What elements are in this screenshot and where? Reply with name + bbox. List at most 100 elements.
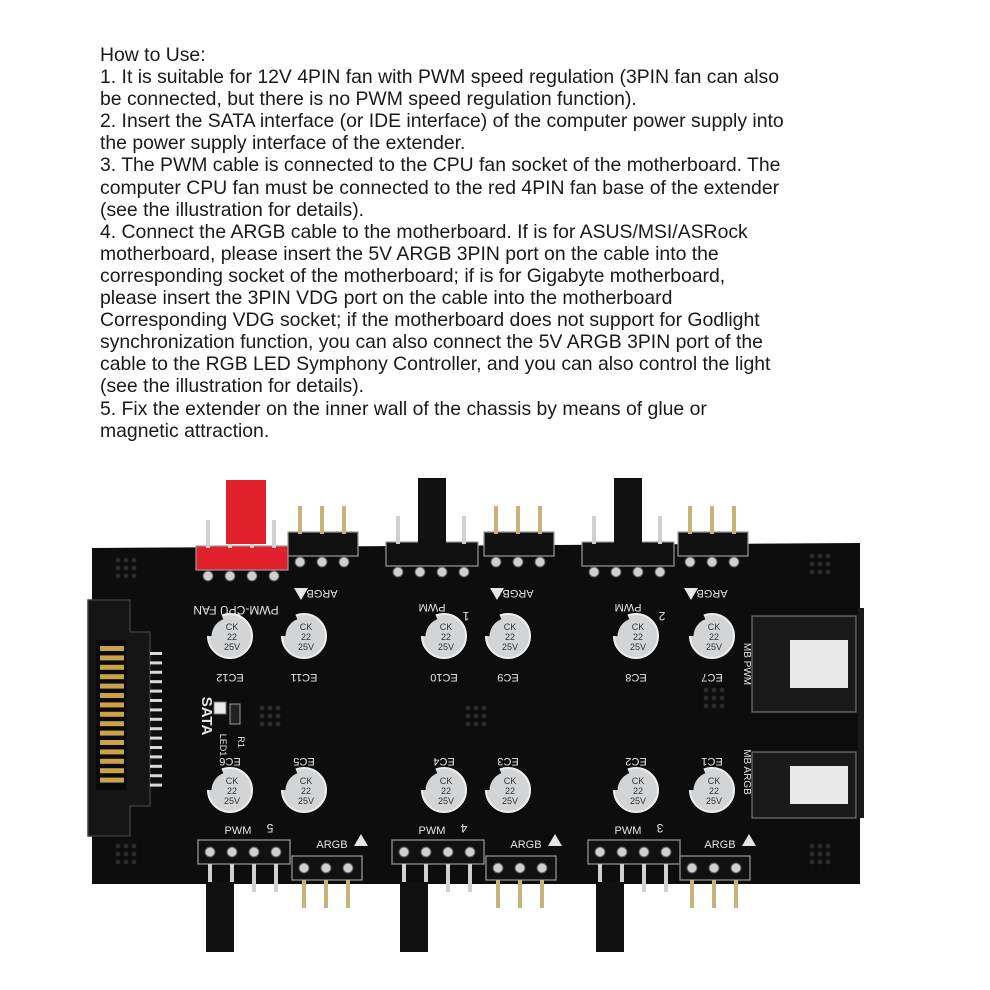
sata-solder-lead — [150, 727, 162, 731]
header-pin — [658, 516, 662, 544]
vent-holes — [719, 695, 725, 701]
vent-holes — [473, 705, 479, 711]
capacitor-label: EC11 — [291, 671, 318, 683]
vent-holes — [481, 721, 487, 727]
sata-pin — [100, 674, 124, 680]
capacitor-print: 25V — [630, 642, 646, 652]
solder-pad — [420, 846, 432, 858]
header-pin — [230, 864, 234, 892]
instruction-line: 2. Insert the SATA interface (or IDE int… — [100, 110, 784, 133]
capacitor-print: 22 — [709, 632, 719, 642]
capacitor — [610, 612, 659, 659]
header-pin — [274, 864, 278, 892]
pwm-header — [391, 839, 485, 892]
argb-label: ARGB — [306, 587, 337, 599]
vent-holes — [123, 557, 129, 563]
port-number: 3 — [656, 821, 663, 835]
sata-pin — [100, 777, 124, 783]
pwm-label: PWM — [225, 825, 252, 837]
solder-pad — [490, 556, 502, 568]
capacitor-stripe — [610, 766, 630, 791]
vent-holes — [267, 721, 273, 727]
capacitor-stripe — [204, 612, 224, 637]
sata-solder-lead — [150, 755, 162, 759]
instruction-line: (see the illustration for details). — [100, 375, 365, 398]
solder-pad — [270, 846, 282, 858]
capacitor — [686, 766, 735, 813]
solder-pad — [492, 862, 504, 874]
vent-holes — [123, 851, 129, 857]
resistor-component — [229, 703, 241, 725]
capacitor-print: 25V — [706, 642, 722, 652]
vent-holes — [123, 843, 129, 849]
argb-header-frame — [483, 531, 555, 557]
sata-pin — [100, 664, 124, 670]
solder-pad — [414, 566, 426, 578]
vent-holes — [267, 705, 273, 711]
header-pin — [320, 506, 324, 534]
header-pin — [206, 520, 210, 548]
vent-holes — [131, 557, 137, 563]
vent-holes — [115, 843, 121, 849]
vent-holes — [131, 573, 137, 579]
vent-holes — [817, 859, 823, 865]
pwm-fan-connector — [206, 882, 234, 952]
instruction-line: 3. The PWM cable is connected to the CPU… — [100, 154, 781, 177]
capacitor-print: 22 — [505, 632, 515, 642]
solder-pad — [660, 846, 672, 858]
instruction-line: (see the illustration for details). — [100, 198, 365, 221]
capacitor-print: 25V — [438, 642, 454, 652]
solder-pad — [464, 846, 476, 858]
solder-pad — [224, 570, 236, 582]
vent-holes — [259, 705, 265, 711]
vent-holes — [817, 553, 823, 559]
solder-pad — [398, 846, 410, 858]
sata-solder-lead — [150, 661, 162, 665]
header-pin — [424, 864, 428, 892]
capacitor-print: CK — [440, 622, 453, 632]
header-pin — [302, 880, 306, 908]
solder-pad — [458, 566, 470, 578]
sata-label: SATA — [198, 697, 215, 736]
vent-holes — [703, 687, 709, 693]
solder-pad — [316, 556, 328, 568]
solder-pad — [298, 862, 310, 874]
solder-pad — [246, 570, 258, 582]
header-pin — [462, 516, 466, 544]
sata-solder-lead — [150, 764, 162, 768]
capacitor-print: 22 — [441, 786, 451, 796]
mb-argb-label: MB ARGB — [741, 749, 752, 795]
instruction-line: 5. Fix the extender on the inner wall of… — [100, 397, 707, 420]
header-pin — [402, 864, 406, 892]
solder-pad — [632, 566, 644, 578]
capacitor-print: 25V — [630, 796, 646, 806]
capacitor-print: 22 — [505, 786, 515, 796]
vent-holes — [481, 713, 487, 719]
vent-holes — [115, 573, 121, 579]
red-fan-connector — [226, 480, 266, 544]
solder-pad — [728, 556, 740, 568]
capacitor-label: EC1 — [701, 755, 722, 767]
argb-label: ARGB — [502, 587, 533, 599]
capacitor-label: EC10 — [430, 671, 458, 683]
header-pin — [396, 516, 400, 544]
capacitor-stripe — [686, 612, 706, 637]
vent-holes — [115, 859, 121, 865]
capacitor-print: 22 — [227, 632, 237, 642]
solder-pad — [248, 846, 260, 858]
sata-pin — [100, 655, 124, 661]
sata-solder-lead — [150, 670, 162, 674]
vent-holes — [809, 859, 815, 865]
instruction-line: please insert the 3PIN VDG port on the c… — [100, 287, 673, 310]
sata-pin — [100, 711, 124, 717]
capacitor-print: 25V — [298, 796, 314, 806]
pcb-edge — [858, 608, 864, 818]
vent-holes — [825, 843, 831, 849]
solder-pad — [588, 566, 600, 578]
vent-holes — [719, 687, 725, 693]
header-pin — [346, 880, 350, 908]
argb-header-frame — [287, 531, 359, 557]
pwm-fan-connector — [400, 882, 428, 952]
